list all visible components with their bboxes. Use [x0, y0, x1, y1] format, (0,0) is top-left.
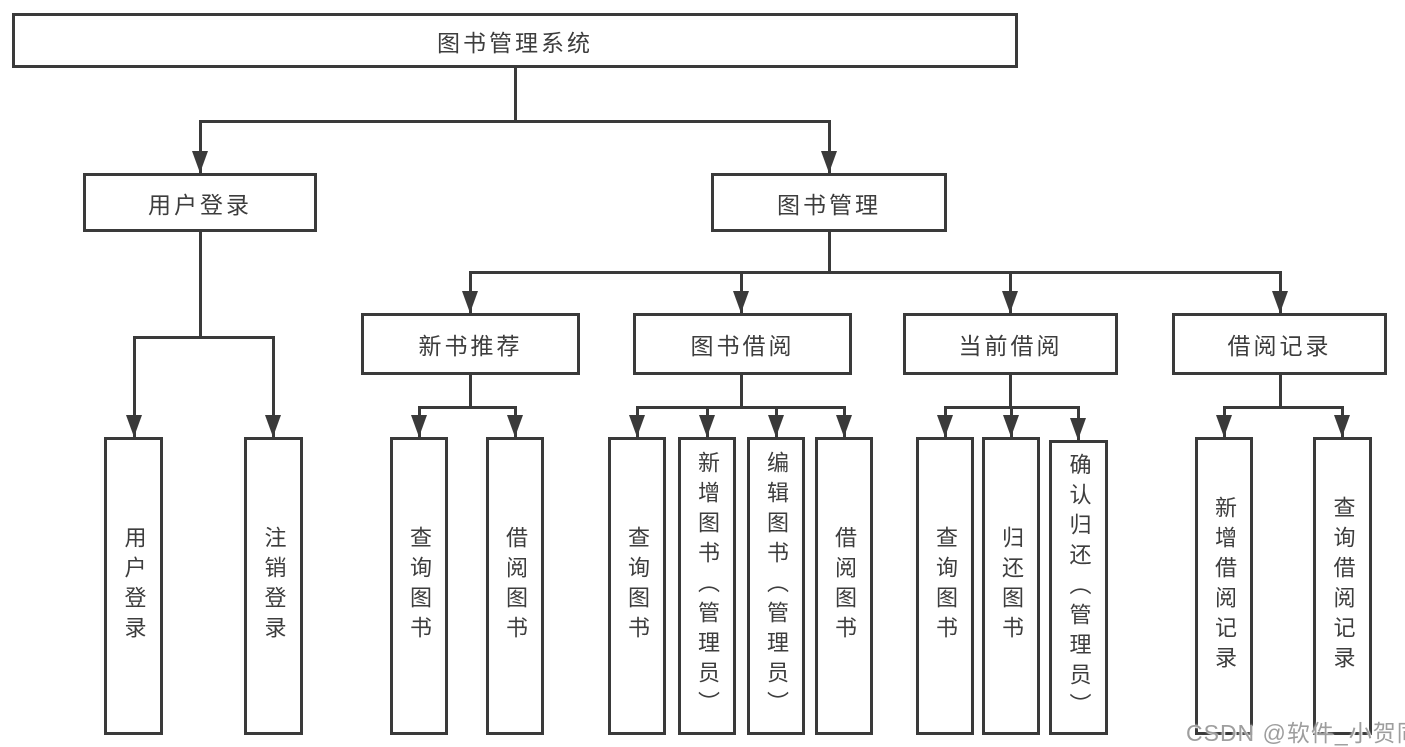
connector-mgmt-hbar: [468, 271, 1282, 274]
connector-br-trunk: [1278, 375, 1282, 406]
leaf-rec-query-book: 查询图书: [390, 437, 448, 735]
leaf-br-query-record: 查询借阅记录: [1313, 437, 1372, 735]
arrowhead-cb-confirm: [1070, 418, 1086, 440]
arrowhead-br-add: [1216, 415, 1232, 437]
connector-cb-trunk: [1008, 375, 1012, 406]
node-borrowing-records: 借阅记录: [1172, 313, 1387, 375]
connector-drop-book-management: [827, 120, 831, 173]
leaf-bb-edit-book-admin: 编辑图书（管理员）: [747, 437, 805, 735]
leaf-cb-query-book: 查询图书: [916, 437, 974, 735]
watermark: CSDN @软件_小贺同学: [1186, 720, 1405, 746]
node-book-borrowing: 图书借阅: [633, 313, 852, 375]
connector-drop-user-login: [198, 120, 202, 173]
connector-br-hbar: [1222, 406, 1344, 409]
arrowhead-cb-return: [1003, 415, 1019, 437]
connector-login-trunk: [198, 232, 202, 336]
leaf-bb-borrow-book: 借阅图书: [815, 437, 873, 735]
arrowhead-bb-edit: [768, 415, 784, 437]
leaf-user-login: 用户登录: [104, 437, 163, 735]
arrowhead-rec-borrow: [507, 415, 523, 437]
node-root: 图书管理系统: [12, 13, 1018, 68]
arrowhead-borrowing-records: [1272, 291, 1288, 313]
node-current-borrowing: 当前借阅: [903, 313, 1118, 375]
leaf-cb-confirm-return-admin: 确认归还（管理员）: [1049, 440, 1108, 735]
connector-bb-trunk: [739, 375, 743, 406]
arrowhead-bb-query: [629, 415, 645, 437]
arrowhead-current-borrowing: [1002, 291, 1018, 313]
connector-drop-leaf-logout: [271, 336, 275, 437]
connector-root-hbar: [198, 120, 831, 123]
arrowhead-user-login: [192, 151, 208, 173]
arrowhead-book-management: [821, 151, 837, 173]
connector-root-trunk: [513, 68, 517, 120]
arrowhead-bb-borrow: [836, 415, 852, 437]
connector-drop-leaf-user-login: [132, 336, 136, 437]
connector-rec-trunk: [468, 375, 472, 406]
connector-mgmt-trunk: [827, 232, 831, 271]
arrowhead-br-query: [1334, 415, 1350, 437]
arrowhead-bb-add: [699, 415, 715, 437]
arrowhead-book-borrowing: [733, 291, 749, 313]
connector-rec-hbar: [417, 406, 517, 409]
connector-bb-hbar: [635, 406, 846, 409]
arrowhead-rec-query: [411, 415, 427, 437]
leaf-cb-return-book: 归还图书: [982, 437, 1040, 735]
node-new-book-recommend: 新书推荐: [361, 313, 580, 375]
leaf-logout: 注销登录: [244, 437, 303, 735]
arrowhead-cb-query: [937, 415, 953, 437]
node-user-login: 用户登录: [83, 173, 317, 232]
arrowhead-new-book-recommend: [462, 291, 478, 313]
leaf-bb-query-book: 查询图书: [608, 437, 666, 735]
leaf-br-add-record: 新增借阅记录: [1195, 437, 1253, 735]
connector-login-hbar: [132, 336, 275, 339]
node-book-management: 图书管理: [711, 173, 947, 232]
arrowhead-leaf-user-login: [126, 415, 142, 437]
arrowhead-leaf-logout: [265, 415, 281, 437]
leaf-bb-add-book-admin: 新增图书（管理员）: [678, 437, 736, 735]
leaf-rec-borrow-book: 借阅图书: [486, 437, 544, 735]
